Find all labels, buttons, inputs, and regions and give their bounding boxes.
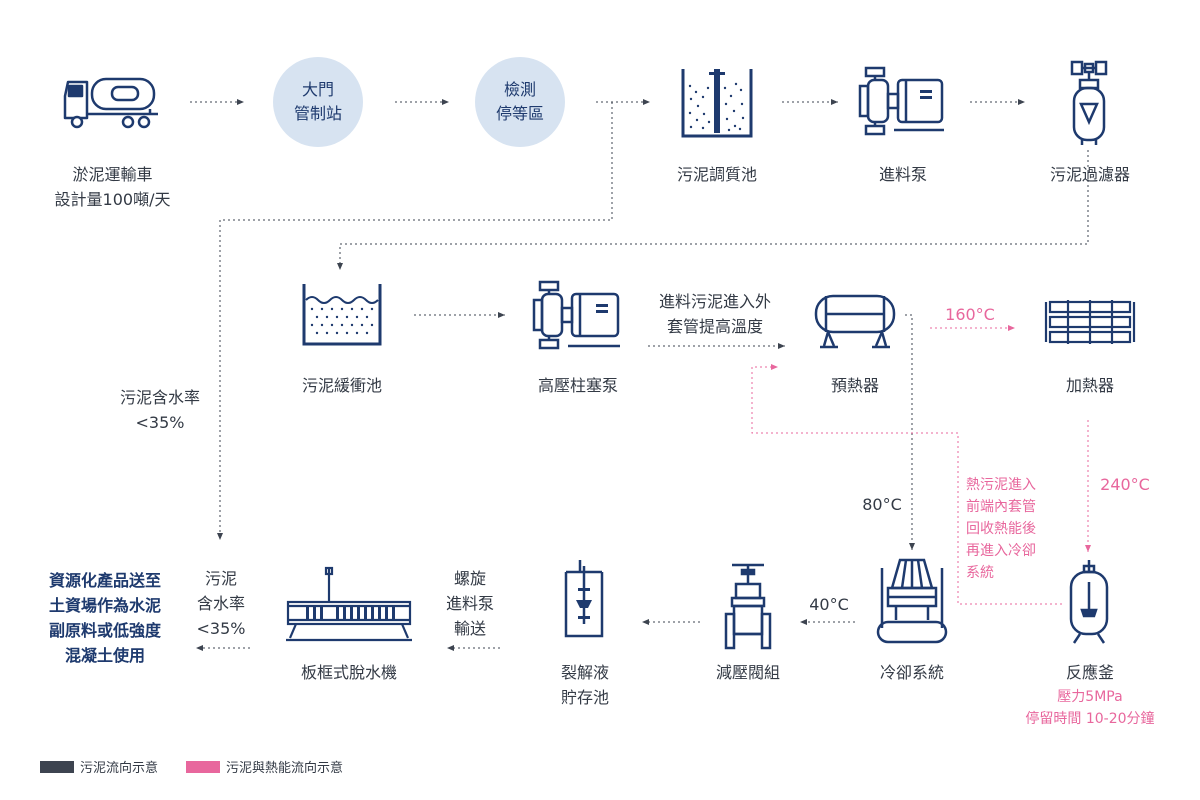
temp-40-label: 40°C [809,595,849,614]
temp-160-label: 160°C [945,305,995,324]
truck-label: 淤泥運輸車 設計量100噸/天 [54,165,171,209]
cooling-system-label: 冷卻系統 [879,663,944,682]
legend-swatch-heat [186,760,220,773]
reactor-spec-annotation: 壓力5MPa 停留時間 10-20分鐘 [1025,689,1155,727]
feed-pump-label: 進料泵 [878,165,927,184]
sludge-filter-icon [1070,60,1108,145]
inspection-waiting-area: 檢測 停等區 [475,57,565,147]
heater-label: 加熱器 [1065,376,1114,395]
arrow-reactor-recovery [751,364,1062,605]
buffer-tank-label: 污泥緩衝池 [301,376,382,395]
arrow-bypass-to-press [217,102,613,540]
preheater-label: 預熱器 [830,376,879,395]
lysate-tank-label: 裂解液 貯存池 [560,663,609,707]
piston-pump-label: 高壓柱塞泵 [537,376,618,395]
conditioning-tank-icon [681,69,753,138]
heat-recovery-annotation: 熱污泥進入 前端內套管 回收熱能後 再進入冷卻 系統 [966,477,1036,581]
moisture-annotation-left: 污泥含水率 <35% [119,388,200,432]
legend-heat-label: 污泥與熱能流向示意 [226,761,344,776]
screw-pump-annotation: 螺旋 進料泵 輸送 [445,569,494,638]
legend-swatch-sludge [40,760,74,773]
moisture-annotation-bottom: 污泥 含水率 <35% [196,569,246,638]
gate-label: 大門 管制站 [293,80,342,123]
temp-80-label: 80°C [862,495,902,514]
lysate-tank-icon [564,560,604,638]
heater-icon [1044,300,1136,344]
reactor-icon [1069,560,1109,644]
feed-pump-icon [858,66,944,136]
feed-outer-annotation: 進料污泥進入外 套管提高溫度 [658,292,771,336]
reactor-label: 反應釜 [1065,663,1114,682]
sludge-filter-label: 污泥過濾器 [1049,165,1130,184]
legend-sludge-label: 污泥流向示意 [80,761,159,776]
truck-icon [63,77,158,129]
piston-pump-icon [532,280,620,350]
legend-sludge: 污泥流向示意 [40,757,158,776]
arrow-filter-buffer [337,150,1089,270]
buffer-tank-icon [302,284,382,346]
filter-press-label: 板框式脫水機 [300,663,397,682]
conditioning-tank-label: 污泥調質池 [676,165,757,184]
filter-press-icon [286,566,412,642]
legend-heat: 污泥與熱能流向示意 [186,757,343,776]
temp-240-label: 240°C [1100,475,1150,494]
pressure-valve-icon [724,563,772,650]
cooling-system-icon [876,558,948,644]
preheater-icon [814,294,896,349]
pressure-valve-label: 減壓閥組 [715,663,780,682]
final-product-label: 資源化產品送至 土資場作為水泥 副原料或低強度 混凝土使用 [48,571,161,665]
arrow-preheater-cooling [905,314,915,550]
inspect-label: 檢測 停等區 [495,80,544,123]
gate-control-station: 大門 管制站 [273,57,363,147]
